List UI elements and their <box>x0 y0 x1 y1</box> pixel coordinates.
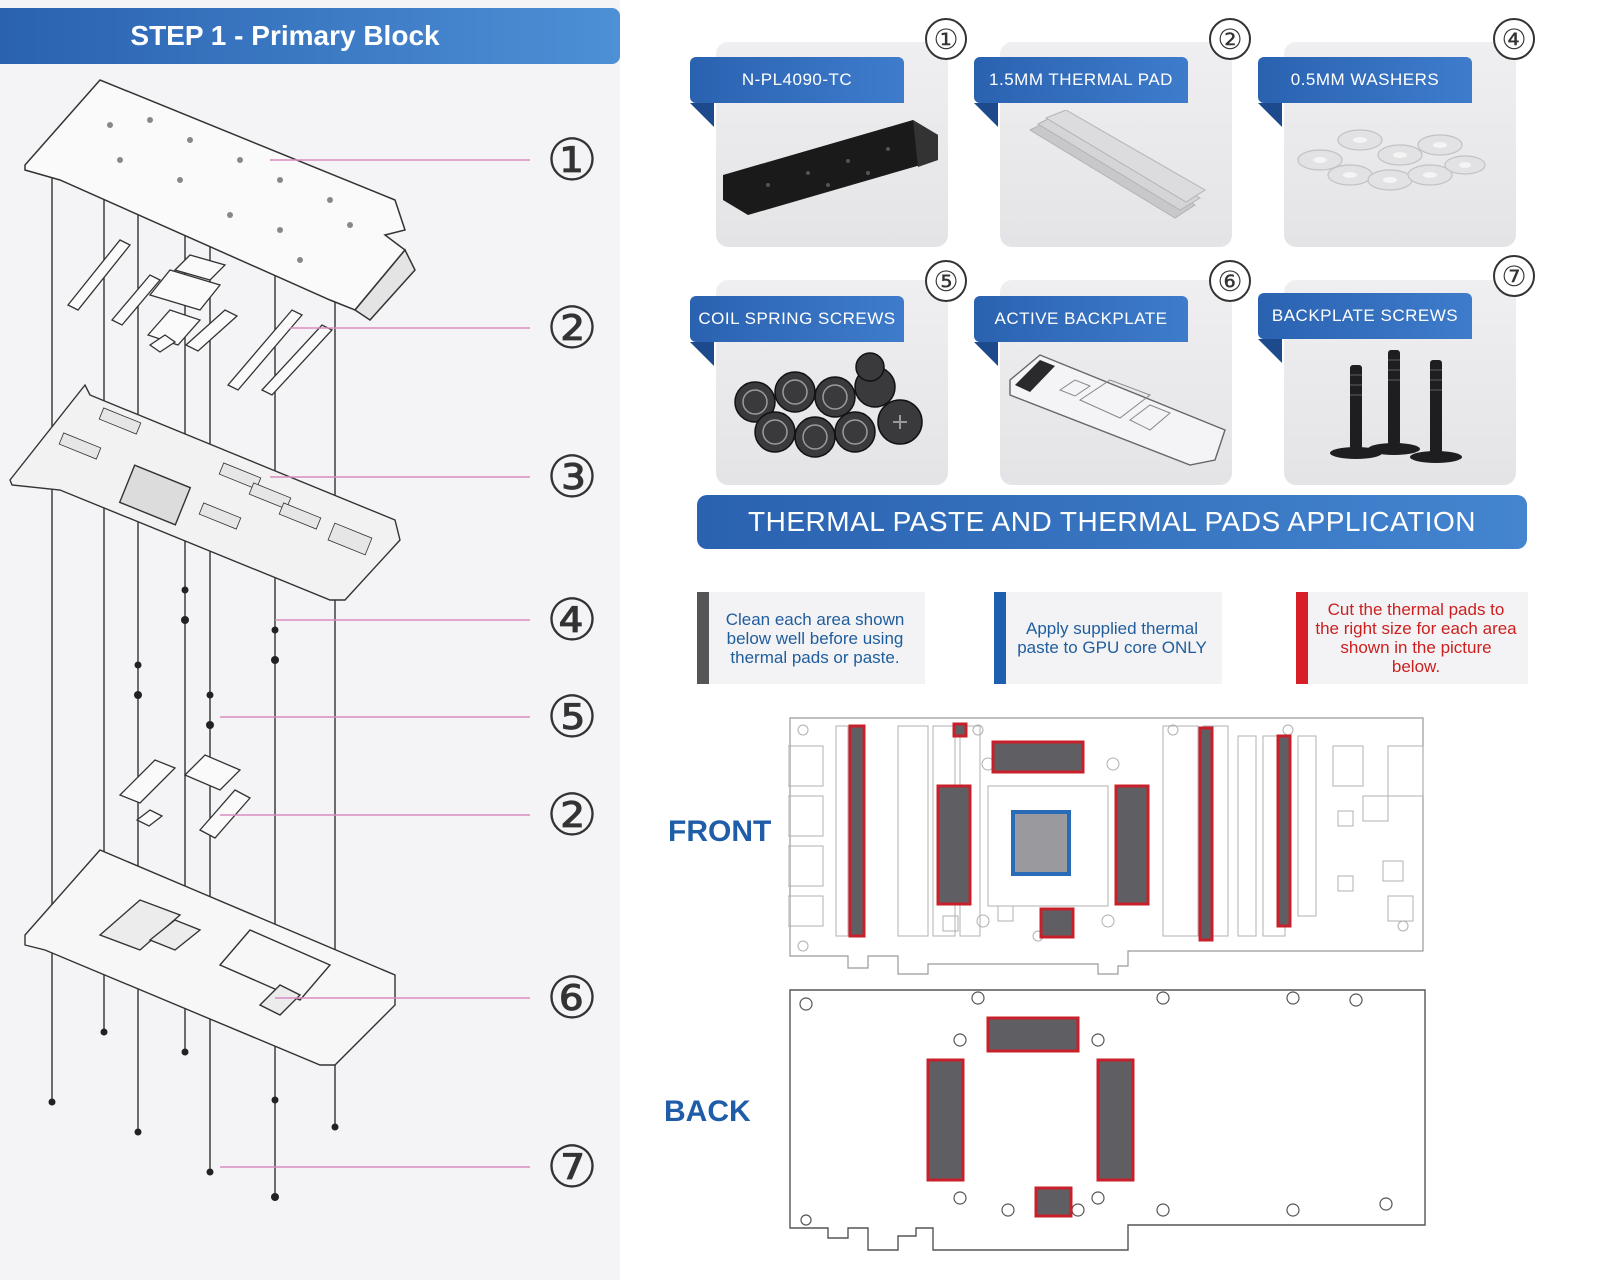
callout-2-lower: ② <box>546 783 598 848</box>
kit-label-backplate-screws: BACKPLATE SCREWS <box>1258 293 1472 339</box>
callout-5: ⑤ <box>546 685 598 750</box>
backplate-screws-icon <box>1330 350 1462 463</box>
thermal-pad-icon <box>1028 110 1206 219</box>
callout-6: ⑥ <box>546 966 598 1031</box>
front-pad <box>991 740 1085 774</box>
water-block-drawing <box>24 79 416 321</box>
front-pad <box>936 784 972 906</box>
kit-number-4: ④ <box>1493 18 1535 60</box>
label-tail <box>690 342 714 366</box>
label-tail <box>974 103 998 127</box>
kit-number-1: ① <box>925 18 967 60</box>
label-tail <box>1258 103 1282 127</box>
front-board-diagram <box>788 717 1424 975</box>
note-bar <box>994 592 1006 684</box>
kit-label-thermal-pad: 1.5MM THERMAL PAD <box>974 57 1188 103</box>
callout-7: ⑦ <box>546 1135 598 1200</box>
kit-label-washers: 0.5MM WASHERS <box>1258 57 1472 103</box>
exploded-diagram: ① ② ③ ④ ⑤ ② ⑥ ⑦ <box>9 79 598 1201</box>
callout-2-upper: ② <box>546 296 598 361</box>
spring-screws-icon <box>734 352 923 458</box>
front-label: FRONT <box>668 815 772 848</box>
front-pad <box>1276 734 1292 928</box>
front-pad <box>848 724 866 938</box>
note-cut: Cut the thermal pads to the right size f… <box>1296 592 1528 684</box>
front-pad <box>1114 784 1150 906</box>
kit-label-spring-screws: COIL SPRING SCREWS <box>690 296 904 342</box>
label-tail <box>1258 339 1282 363</box>
screw-heads <box>48 586 339 1201</box>
label-tail <box>974 342 998 366</box>
back-label: BACK <box>664 1095 751 1128</box>
label-tail <box>690 103 714 127</box>
note-bar <box>1296 592 1308 684</box>
washers-icon <box>1297 129 1486 191</box>
callout-4: ④ <box>546 588 598 653</box>
pcb-drawing <box>9 383 401 601</box>
gpu-core-paste <box>1011 810 1071 876</box>
note-paste-text: Apply supplied thermal paste to GPU core… <box>1017 619 1207 657</box>
callout-3: ③ <box>546 445 598 510</box>
kit-number-7: ⑦ <box>1493 255 1535 297</box>
back-pad <box>986 1016 1080 1053</box>
kit-label-backplate: ACTIVE BACKPLATE <box>974 296 1188 342</box>
thermal-pads-lower <box>118 754 252 839</box>
back-pad <box>1096 1058 1135 1182</box>
back-pad <box>926 1058 965 1182</box>
note-clean-text: Clean each area shown below well before … <box>725 609 905 667</box>
backplate-icon <box>1009 354 1226 466</box>
exploded-view-panel: STEP 1 - Primary Block <box>0 0 620 1280</box>
step-title: STEP 1 - Primary Block <box>0 8 620 64</box>
note-clean: Clean each area shown below well before … <box>697 592 925 684</box>
leader-lines <box>220 159 530 1168</box>
note-paste: Apply supplied thermal paste to GPU core… <box>994 592 1222 684</box>
back-pad <box>1034 1186 1073 1218</box>
callout-1: ① <box>546 128 598 193</box>
backplate-drawing <box>24 849 396 1066</box>
back-pad-group <box>926 1016 1135 1218</box>
waterblock-icon <box>723 120 938 215</box>
front-pad <box>1039 907 1075 939</box>
front-pad <box>952 722 968 738</box>
note-cut-text: Cut the thermal pads to the right size f… <box>1315 600 1517 676</box>
note-bar <box>697 592 709 684</box>
kit-number-2: ② <box>1209 18 1251 60</box>
thermal-pads-upper <box>66 239 334 396</box>
kit-label-waterblock: N-PL4090-TC <box>690 57 904 103</box>
front-pad-group <box>848 722 1292 942</box>
section-title: THERMAL PASTE AND THERMAL PADS APPLICATI… <box>697 495 1527 549</box>
kit-number-6: ⑥ <box>1209 260 1251 302</box>
back-board-diagram <box>789 989 1426 1251</box>
callout-numbers: ① ② ③ ④ ⑤ ② ⑥ ⑦ <box>546 128 598 1200</box>
kit-number-5: ⑤ <box>925 260 967 302</box>
front-pad <box>1198 726 1214 942</box>
